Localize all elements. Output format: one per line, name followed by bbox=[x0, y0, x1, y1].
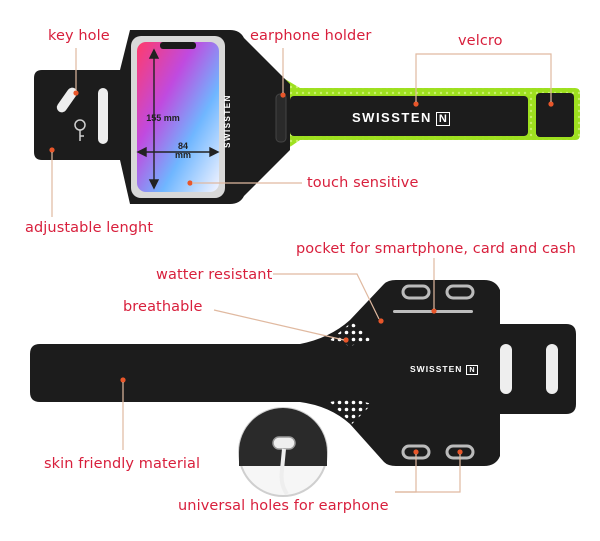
top-hole-left bbox=[401, 284, 431, 300]
marker-velcro-2 bbox=[548, 101, 554, 107]
phone-notch bbox=[160, 42, 196, 49]
bottom-armband bbox=[30, 280, 576, 497]
label-skin-friendly: skin friendly material bbox=[44, 456, 201, 472]
brand-name: SWISSTEN bbox=[352, 110, 432, 125]
marker-velcro-1 bbox=[413, 101, 419, 107]
marker-skin bbox=[120, 377, 126, 383]
label-pocket: pocket for smartphone, card and cash bbox=[296, 241, 576, 257]
earphone-holder bbox=[275, 93, 287, 143]
marker-key-hole bbox=[73, 90, 79, 96]
height-dimension: 155 mm bbox=[146, 113, 180, 123]
marker-touch-sensitive bbox=[187, 180, 193, 186]
key-icon bbox=[74, 119, 86, 141]
right-slot-2 bbox=[546, 344, 558, 394]
brand-logo-icon: N bbox=[435, 112, 450, 127]
label-universal-holes: universal holes for earphone bbox=[178, 498, 389, 514]
brand-logo-icon-bottom: N bbox=[466, 365, 478, 375]
brand-logo-vertical: SWISSTEN bbox=[223, 91, 232, 151]
marker-holes-2 bbox=[457, 449, 463, 455]
left-slot bbox=[98, 88, 108, 144]
width-dimension: 84 mm bbox=[170, 141, 196, 161]
brand-name-bottom: SWISSTEN bbox=[410, 364, 463, 374]
width-value: 84 bbox=[177, 141, 188, 151]
top-armband bbox=[34, 30, 580, 204]
top-hole-right bbox=[445, 284, 475, 300]
perforation-bottom bbox=[330, 398, 372, 424]
label-adjustable-length: adjustable lenght bbox=[25, 220, 154, 236]
width-unit: mm bbox=[174, 150, 191, 161]
inset-hole bbox=[272, 436, 296, 450]
velcro-tab bbox=[536, 93, 574, 137]
marker-adjustable bbox=[49, 147, 55, 153]
marker-pocket bbox=[431, 308, 437, 314]
label-key-hole: key hole bbox=[48, 28, 110, 44]
label-touch-sensitive: touch sensitive bbox=[307, 175, 419, 191]
perforation-top bbox=[330, 322, 372, 346]
label-velcro: velcro bbox=[458, 33, 503, 49]
leader-lines bbox=[51, 48, 552, 493]
key-slot bbox=[56, 87, 78, 113]
marker-breathable bbox=[343, 337, 349, 343]
inset-cable bbox=[279, 448, 289, 496]
right-slot-1 bbox=[500, 344, 512, 394]
marker-water bbox=[378, 318, 384, 324]
marker-earphone-holder bbox=[280, 92, 286, 98]
brand-name-vertical: SWISSTEN bbox=[223, 94, 232, 148]
bottom-body bbox=[30, 280, 576, 466]
dimension-arrows bbox=[136, 48, 220, 190]
phone-screen bbox=[137, 42, 219, 192]
marker-holes-1 bbox=[413, 449, 419, 455]
label-water-resistant: watter resistant bbox=[156, 267, 273, 283]
label-earphone-holder: earphone holder bbox=[250, 28, 372, 44]
velcro-band bbox=[290, 96, 528, 136]
label-breathable: breathable bbox=[123, 299, 203, 315]
